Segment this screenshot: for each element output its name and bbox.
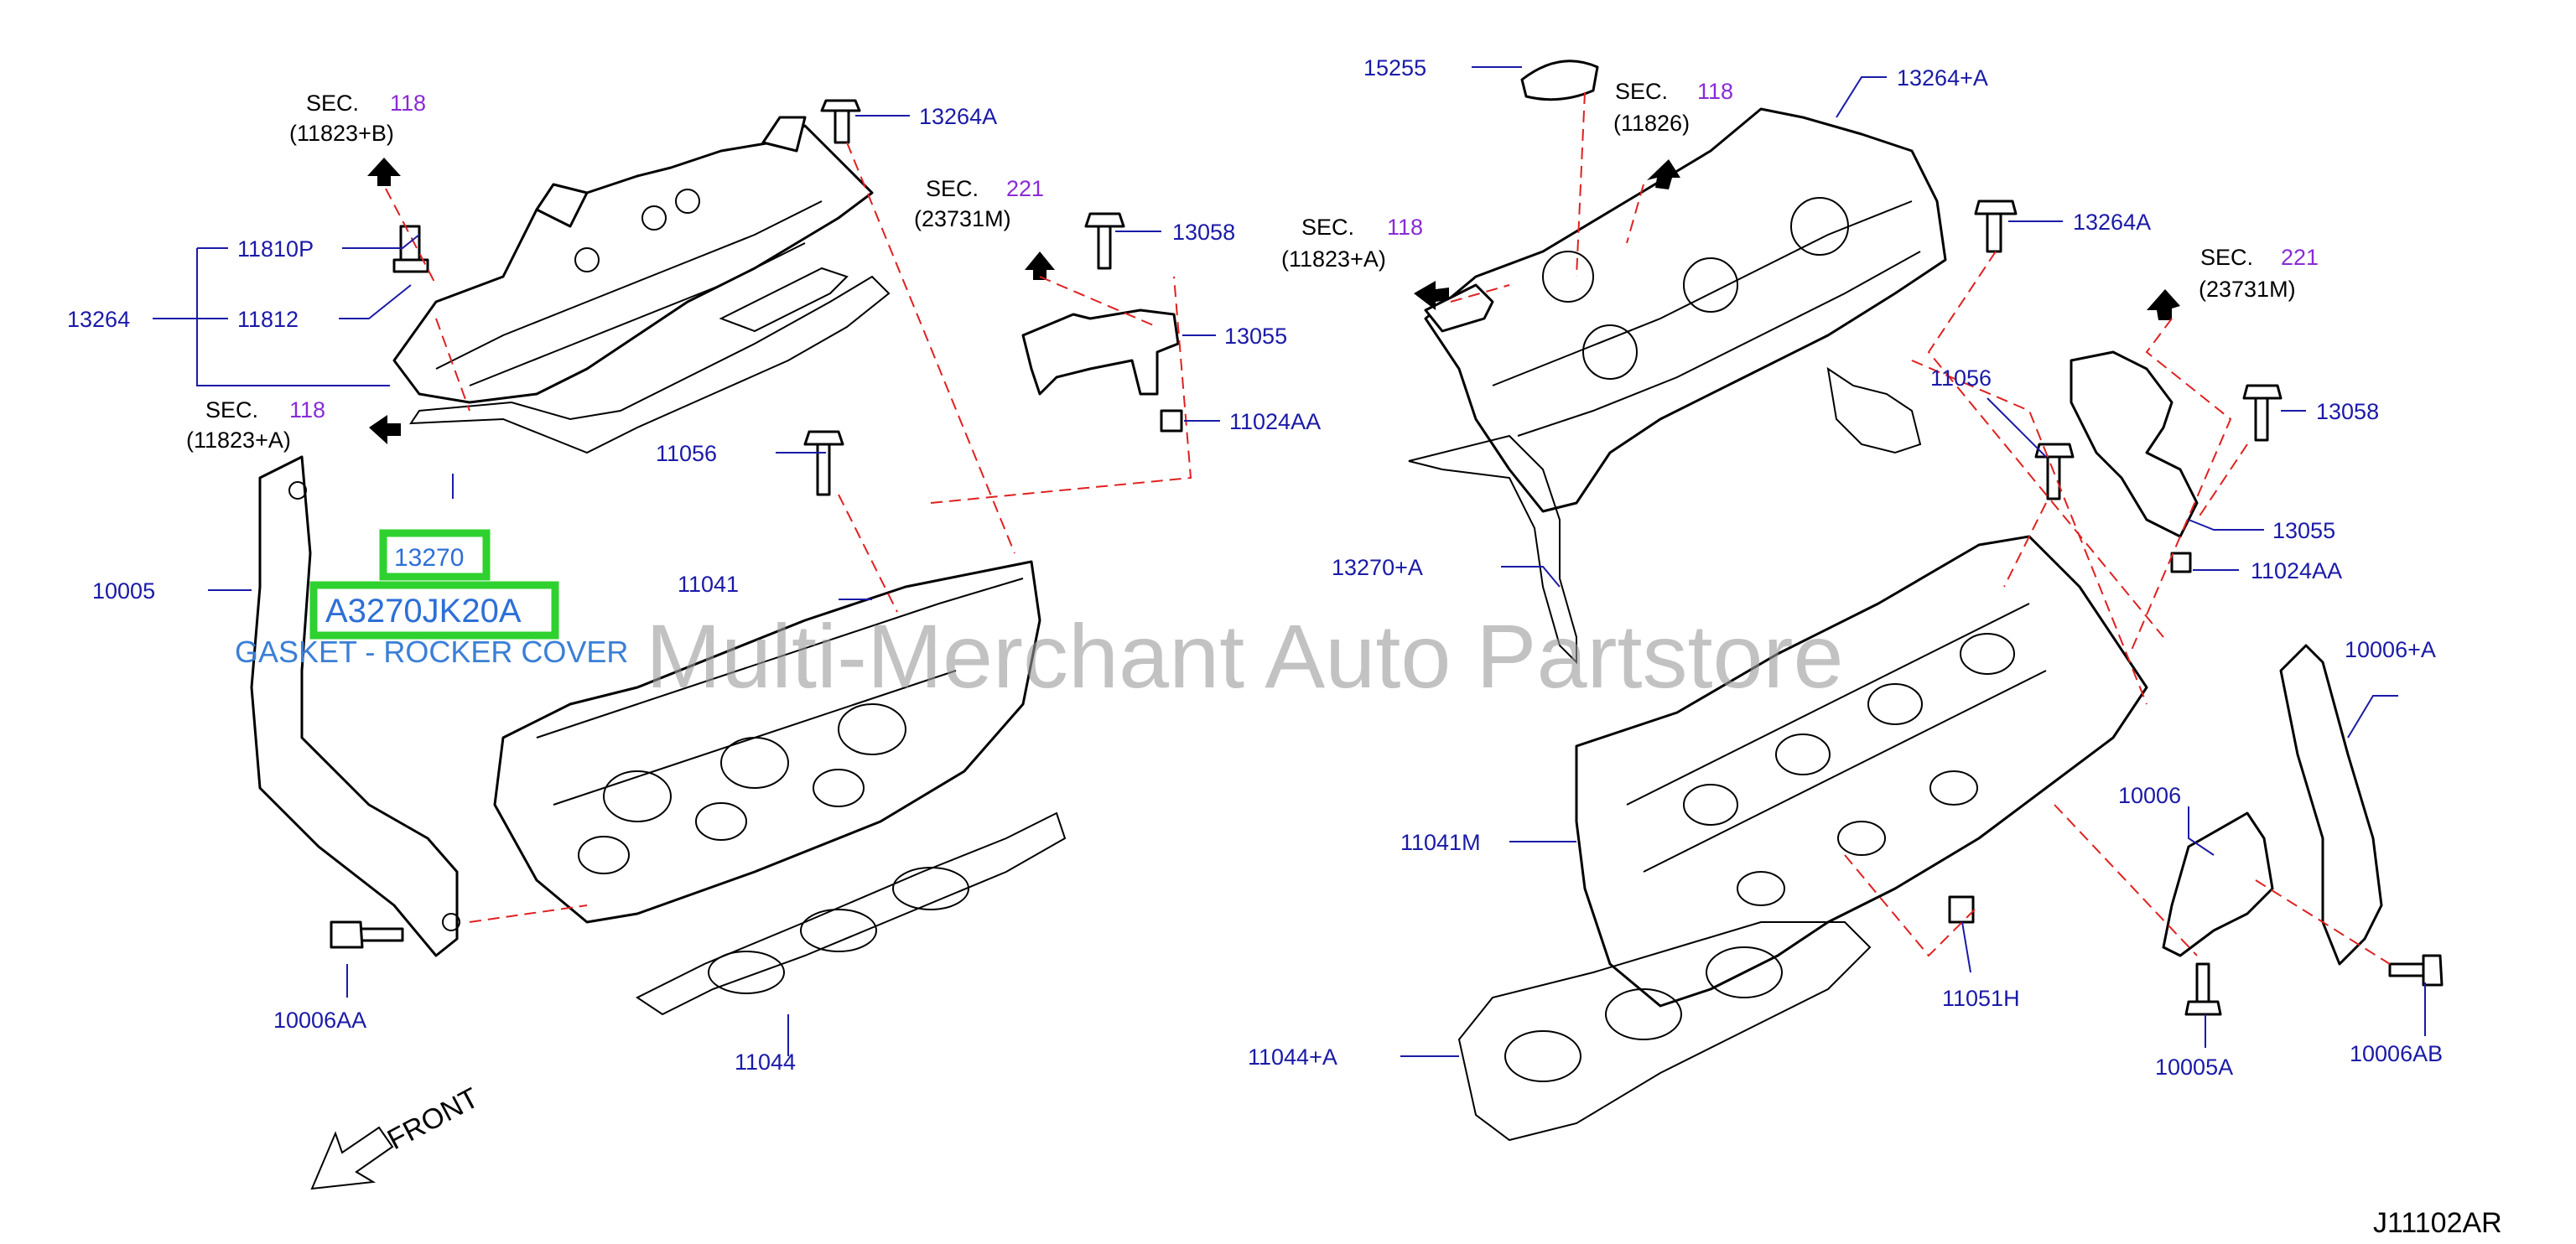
sec-ref-118-11826-right: SEC. 118 (11826): [1613, 79, 1733, 136]
part-label-10006aa[interactable]: 10006AA: [273, 1008, 366, 1033]
part-label-11044[interactable]: 11044: [735, 1050, 796, 1075]
part-label-11041m[interactable]: 11041M: [1400, 830, 1481, 855]
sec-ref: (11823+A): [1281, 246, 1386, 272]
sec-number: 118: [390, 91, 426, 116]
highlight-box-code: [309, 581, 559, 640]
part-label-13264[interactable]: 13264: [67, 307, 130, 332]
cylinder-head-left: [493, 560, 1041, 924]
sec-ref: (11826): [1613, 111, 1690, 136]
part-label-11044pa[interactable]: 11044+A: [1248, 1044, 1337, 1070]
sec-label: SEC.: [2200, 245, 2253, 270]
small-parts-left: [330, 99, 1183, 949]
part-label-10006[interactable]: 10006: [2118, 783, 2181, 808]
small-parts-right: [1520, 60, 2444, 1016]
highlight-group: 13270 A3270JK20A GASKET - ROCKER COVER: [235, 529, 628, 669]
diagram-code: J11102AR: [2373, 1207, 2502, 1239]
highlight-part-code[interactable]: A3270JK20A: [325, 593, 522, 630]
sec-arrows: [367, 158, 2180, 444]
engine-brackets-right: [2162, 644, 2383, 966]
part-label-11051h[interactable]: 11051H: [1942, 986, 2020, 1011]
part-label-13055-left[interactable]: 13055: [1224, 324, 1287, 349]
rocker-cover-left: [392, 116, 874, 404]
part-label-15255[interactable]: 15255: [1363, 55, 1426, 80]
sec-label: SEC.: [1615, 79, 1668, 104]
part-label-10005a[interactable]: 10005A: [2155, 1055, 2233, 1080]
sec-ref: (23731M): [914, 206, 1011, 231]
sec-ref-118b-left: SEC. 118 (11823+B): [289, 91, 426, 146]
sec-label: SEC.: [205, 397, 258, 422]
part-label-10006ab[interactable]: 10006AB: [2350, 1041, 2443, 1066]
part-label-11056-left[interactable]: 11056: [656, 441, 717, 466]
watermark-text: Multi-Merchant Auto Partstore: [646, 605, 1844, 707]
sec-number: 118: [1697, 79, 1733, 104]
part-labels: 13264A 11810P 13264 11812 13058 13055 11…: [67, 55, 2443, 1080]
highlight-box-part: [379, 529, 491, 581]
part-label-13264a-right[interactable]: 13264A: [2073, 210, 2151, 235]
rocker-cover-gasket-left: [409, 267, 891, 454]
sec-number: 118: [289, 397, 325, 422]
sec-label: SEC.: [306, 91, 359, 116]
part-label-11812[interactable]: 11812: [237, 307, 299, 332]
engine-bracket-left: [250, 455, 460, 957]
rocker-cover-right: [1424, 107, 1947, 513]
part-label-11024aa-right[interactable]: 11024AA: [2251, 558, 2342, 583]
part-label-10005[interactable]: 10005: [92, 578, 155, 604]
cylinder-head-right: [1575, 535, 2148, 1008]
part-label-10006pa[interactable]: 10006+A: [2345, 637, 2436, 662]
sec-label: SEC.: [1301, 215, 1354, 240]
sec-ref: (23731M): [2199, 277, 2296, 302]
part-label-11041[interactable]: 11041: [678, 572, 739, 597]
front-arrow: [310, 1126, 394, 1190]
sec-ref: (11823+B): [289, 121, 394, 146]
part-label-13270pa[interactable]: 13270+A: [1332, 555, 1423, 580]
part-label-13058-left[interactable]: 13058: [1172, 220, 1235, 245]
part-label-13264a-left[interactable]: 13264A: [919, 104, 997, 129]
sec-ref-221-left: SEC. 221 (23731M): [914, 176, 1044, 231]
sec-number: 221: [2281, 245, 2319, 270]
sec-ref: (11823+A): [186, 428, 291, 453]
part-label-11056-right[interactable]: 11056: [1930, 365, 1992, 391]
sec-ref-221-right: SEC. 221 (23731M): [2199, 245, 2319, 302]
part-label-13055-right[interactable]: 13055: [2272, 518, 2335, 543]
highlight-part-description: GASKET - ROCKER COVER: [235, 635, 628, 669]
assembly-lines: [385, 91, 2391, 965]
sec-ref-118a-left: SEC. 118 (11823+A): [186, 397, 325, 453]
part-label-11810p[interactable]: 11810P: [237, 236, 314, 262]
leader-lines: [153, 66, 2426, 1057]
sec-label: SEC.: [926, 176, 979, 201]
head-gasket-right: [1457, 921, 1872, 1142]
rocker-cover-gasket-right: [1408, 366, 1922, 665]
sec-number: 118: [1387, 215, 1423, 240]
sec-number: 221: [1006, 176, 1044, 201]
part-label-13264pa[interactable]: 13264+A: [1897, 65, 1988, 91]
part-label-13058-right[interactable]: 13058: [2316, 399, 2379, 424]
head-gasket-left: [636, 811, 1067, 1016]
sec-ref-118a-right: SEC. 118 (11823+A): [1281, 215, 1423, 272]
highlight-part-number[interactable]: 13270: [394, 544, 464, 572]
front-label: FRONT: [382, 1082, 484, 1157]
part-label-11024aa-left[interactable]: 11024AA: [1229, 409, 1321, 434]
